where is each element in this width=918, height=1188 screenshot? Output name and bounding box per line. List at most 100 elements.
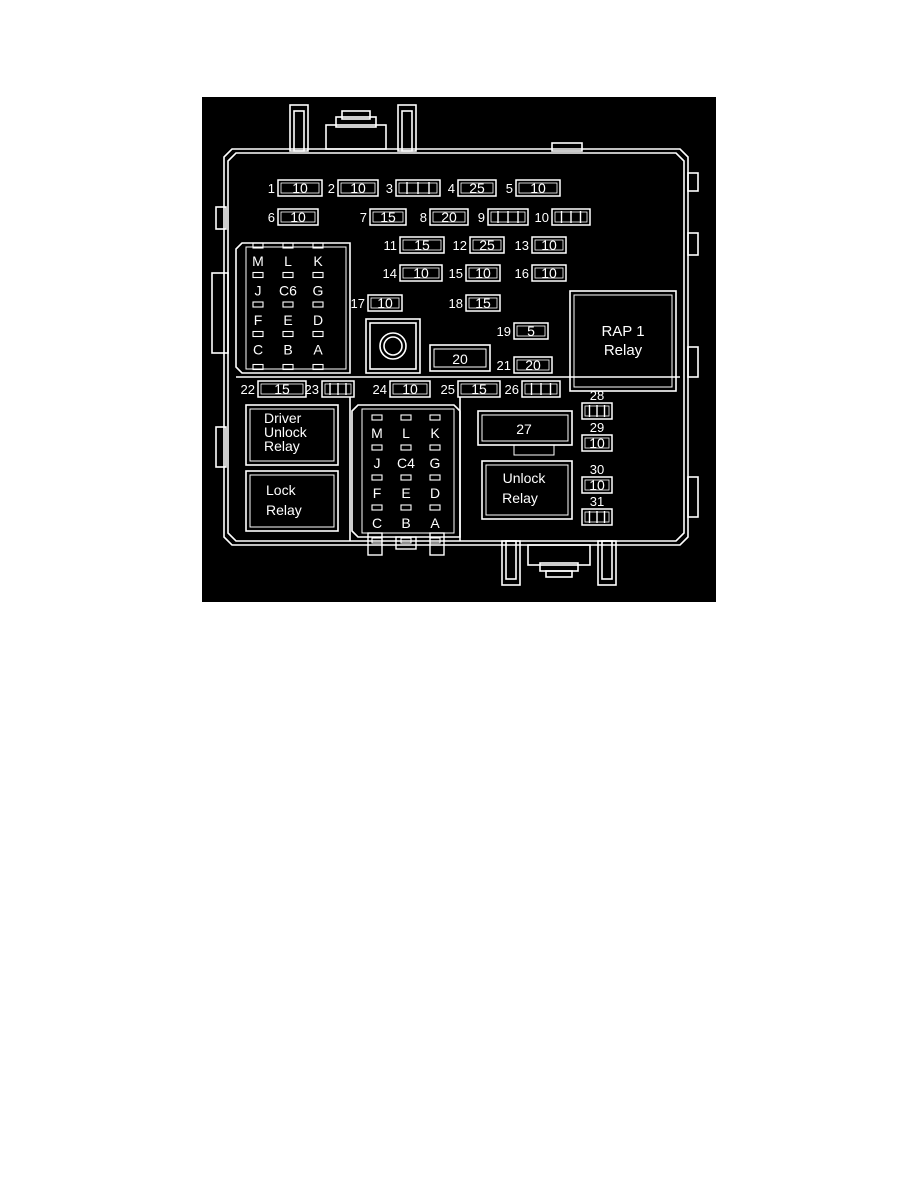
maxi-fuse-20-body [429, 344, 491, 372]
fuse-21-rating: 20 [525, 357, 541, 373]
connector-c6-outline [235, 242, 351, 374]
c4-pin-j: J [371, 444, 383, 471]
fuse-4: 254 [448, 179, 497, 197]
c4-pin-label: B [401, 515, 410, 531]
maxi-fuse-27-label: 27 [516, 421, 532, 437]
c6-pin-label: K [313, 253, 323, 269]
fuse-24-body [389, 380, 431, 398]
c6-pin-e: E [282, 301, 294, 328]
fuse-3-body [395, 179, 441, 197]
fuse-2-position-label: 2 [328, 181, 335, 196]
fuse-12-body [469, 236, 505, 254]
fuse-3-position-label: 3 [386, 181, 393, 196]
fuse-21-body [513, 356, 553, 374]
fuse-15-position-label: 15 [449, 266, 463, 281]
fuse-5-body [515, 179, 561, 197]
maxi-fuse-27: 27 [477, 410, 573, 456]
fuse-5-rating: 10 [530, 180, 546, 196]
rap1-relay-label-line2: Relay [604, 342, 643, 359]
c4-pin-label: L [402, 425, 410, 441]
c4-pin-label: F [373, 485, 382, 501]
rap1-relay-body [569, 290, 677, 392]
fuse-15-rating: 10 [475, 265, 491, 281]
fuse-18-rating: 15 [475, 295, 491, 311]
fuse-12-position-label: 12 [453, 238, 467, 253]
c6-pin-g: G [312, 271, 324, 299]
driver-unlock-relay-label-line2: Unlock [264, 424, 308, 440]
fuse-12-rating: 25 [479, 237, 495, 253]
round-diode-socket [365, 318, 421, 374]
fuse-11-body [399, 236, 445, 254]
fuse-8-rating: 20 [441, 209, 457, 225]
c4-pin-m: M [371, 414, 383, 441]
fuse-5-position-label: 5 [506, 181, 513, 196]
fuse-30-body [581, 476, 613, 494]
unlock-relay-label-line1: Unlock [503, 470, 547, 486]
c4-pin-label: A [430, 515, 440, 531]
fuse-28-body [581, 402, 613, 420]
fuse-6-body [277, 208, 319, 226]
fuse-13-rating: 10 [541, 237, 557, 253]
driver-unlock-relay-body [245, 404, 339, 466]
c4-pin-b: B [400, 504, 412, 531]
fuse-23-position-label: 23 [305, 382, 319, 397]
fuse-22-body [257, 380, 307, 398]
fuse-19-body [513, 322, 549, 340]
fuse-17-position-label: 17 [351, 296, 365, 311]
fuse-19: 519 [497, 322, 549, 340]
fuse-16-position-label: 16 [515, 266, 529, 281]
fuse-21-position-label: 21 [497, 358, 511, 373]
fuse-3: 3 [386, 179, 441, 197]
c6-pin-a: A [312, 330, 324, 358]
fuse-1-rating: 10 [292, 180, 308, 196]
fuse-9-body [487, 208, 529, 226]
c6-pin-label: A [313, 342, 323, 358]
fuse-16: 10 16 [515, 264, 567, 282]
fuse-17-body [367, 294, 403, 312]
fuse-29-body [581, 434, 613, 452]
fuse-18-position-label: 18 [449, 296, 463, 311]
fuse-18-body [465, 294, 501, 312]
c6-pin-label: E [283, 312, 292, 328]
fuse-29-rating: 10 [589, 435, 605, 451]
rap1-relay: RAP 1 Relay [569, 290, 677, 392]
fuse-19-position-label: 19 [497, 324, 511, 339]
c6-pin-label: B [283, 342, 292, 358]
fuse-22-rating: 15 [274, 381, 290, 397]
lock-relay-label-line1: Lock [266, 482, 297, 498]
fuse-1-position-label: 1 [268, 181, 275, 196]
c6-pin-label: F [254, 312, 263, 328]
fuse-16-rating: 10 [541, 265, 557, 281]
c4-pin-l: L [400, 414, 412, 441]
unlock-relay-body [481, 460, 573, 520]
fuse-24-position-label: 24 [373, 382, 387, 397]
fuse-11-position-label: 11 [384, 238, 398, 253]
fuse-6-rating: 10 [290, 209, 306, 225]
fuse-10-position-label: 10 [535, 210, 549, 225]
fuse-8-body [429, 208, 469, 226]
lock-relay-body [245, 470, 339, 532]
fuse-22-position-label: 22 [241, 382, 255, 397]
fuse-1-body [277, 179, 323, 197]
maxi-fuse-20-label: 20 [452, 351, 468, 367]
fuse-11-rating: 15 [414, 237, 430, 253]
c6-pin-l: L [282, 242, 294, 269]
c6-pin-d: D [312, 301, 324, 328]
fuse-16-body [531, 264, 567, 282]
fuse-8: 208 [420, 208, 469, 226]
fuse-14-rating: 10 [413, 265, 429, 281]
fuse-7-rating: 15 [380, 209, 396, 225]
fuse-7-body [369, 208, 407, 226]
c4-pin-label: M [371, 425, 383, 441]
fuse-31-body [581, 508, 613, 526]
fuse-31-position-label: 31 [590, 494, 604, 509]
fuse-26: 26 [505, 380, 561, 398]
